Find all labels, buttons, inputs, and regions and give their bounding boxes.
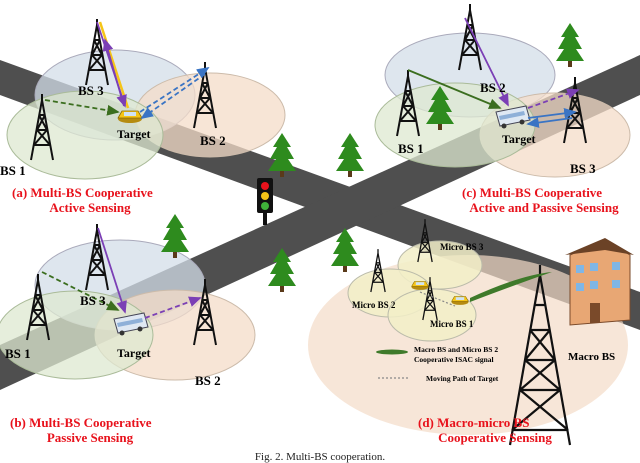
panel-d: Micro BS 3 Micro BS 2 Micro BS 1 Macro B… [352, 218, 634, 446]
sensing-echo-purple [527, 88, 580, 109]
moving-path [419, 291, 456, 307]
bs3-label: BS 3 [570, 161, 596, 176]
macro-bs-tower-icon [508, 265, 572, 446]
figure-caption: Fig. 2. Multi-BS cooperation. [255, 451, 385, 463]
coverage-areas-b [0, 239, 256, 381]
sensing-link-purple [464, 17, 509, 107]
sensing-link-green [41, 271, 120, 311]
tree-icon [336, 133, 364, 177]
tree-icon [556, 23, 584, 67]
panel-b-title-line2: Passive Sensing [47, 430, 134, 445]
target-label: Target [117, 127, 151, 141]
panel-a-title-line2: Active Sensing [49, 200, 131, 215]
legend-signal-line1: Macro BS and Micro BS 2 [414, 345, 498, 354]
panel-b: BS 1 BS 2 BS 3 Target (b) Multi-BS Coope… [5, 223, 221, 445]
legend-signal-swatch [376, 349, 408, 355]
bs2-label: BS 2 [200, 133, 226, 148]
bs1-label: BS 1 [0, 163, 26, 178]
target-car-icon [117, 110, 143, 124]
panel-d-title-line2: Cooperative Sensing [438, 430, 552, 445]
building-icon [565, 238, 634, 326]
tree-icon [268, 133, 296, 177]
micro-bs1-label: Micro BS 1 [430, 319, 474, 329]
micro-bs2-label: Micro BS 2 [352, 300, 396, 310]
sensing-beam-yellow [98, 21, 130, 109]
sensing-echo-purple [102, 38, 125, 107]
bs3-label: BS 3 [80, 293, 106, 308]
macro-bs-label: Macro BS [568, 351, 615, 363]
target-label: Target [502, 132, 536, 146]
bs1-label: BS 1 [5, 346, 31, 361]
sensing-link-blue [139, 67, 210, 113]
sensing-echo-purple [144, 296, 202, 319]
target-label: Target [117, 346, 151, 360]
target-car-icon [411, 281, 429, 291]
panel-b-title-line1: (b) Multi-BS Cooperative [10, 415, 152, 430]
sensing-link-green [44, 99, 120, 116]
panel-c: BS 1 BS 2 BS 3 Target (c) Multi-BS Coope… [396, 3, 619, 215]
tree-icon [161, 214, 189, 258]
sensing-echo-blue [140, 73, 206, 120]
bs2-label: BS 2 [195, 373, 221, 388]
bs2-label: BS 2 [480, 80, 506, 95]
sensing-link-purple [97, 227, 127, 314]
panel-a: BS 1 BS 2 BS 3 Target (a) Multi-BS Coope… [0, 18, 226, 215]
traffic-light-icon [257, 178, 273, 225]
sensing-link-green [407, 69, 502, 109]
target-car-icon [451, 296, 469, 306]
sensing-echo-blue [526, 117, 573, 128]
micro-bs3-label: Micro BS 3 [440, 242, 484, 252]
panel-a-title-line1: (a) Multi-BS Cooperative [12, 185, 153, 200]
legend-path-label: Moving Path of Target [426, 374, 499, 383]
bs1-label: BS 1 [398, 141, 424, 156]
bs3-label: BS 3 [78, 83, 104, 98]
panel-c-title-line1: (c) Multi-BS Cooperative [462, 185, 602, 200]
panel-d-title-line1: (d) Macro-micro BS [418, 415, 529, 430]
legend-signal-line2: Cooperative ISAC signal [414, 355, 494, 364]
panel-c-title-line2: Active and Passive Sensing [469, 200, 619, 215]
sensing-link-blue [527, 108, 577, 119]
